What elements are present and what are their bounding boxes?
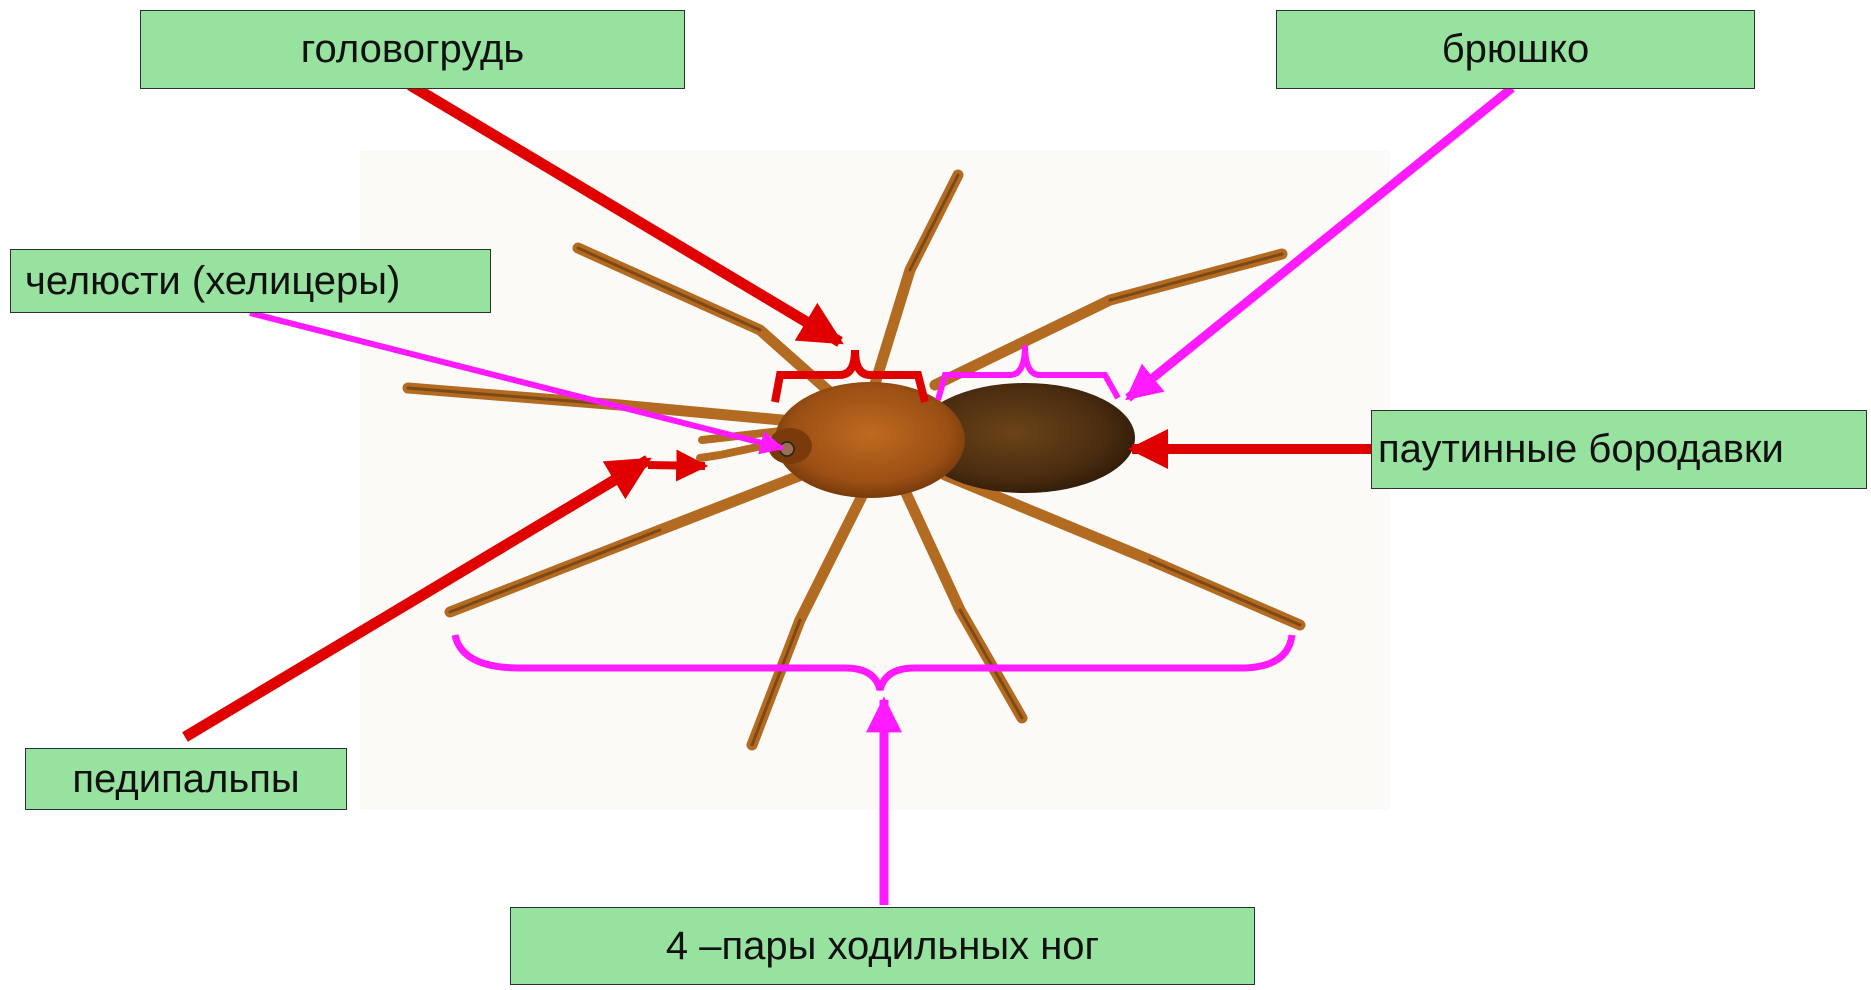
label-spinnerets: паутинные бородавки xyxy=(1371,410,1867,489)
pedipalps-small-arrow xyxy=(648,465,705,466)
chelicera-marker xyxy=(780,442,794,456)
label-pedipalps: педипальпы xyxy=(25,748,347,810)
label-walking-legs: 4 –пары ходильных ног xyxy=(510,907,1255,985)
label-chelicerae: челюсти (хелицеры) xyxy=(10,249,491,313)
label-cephalothorax: головогрудь xyxy=(140,10,685,89)
label-abdomen: брюшко xyxy=(1276,10,1755,89)
